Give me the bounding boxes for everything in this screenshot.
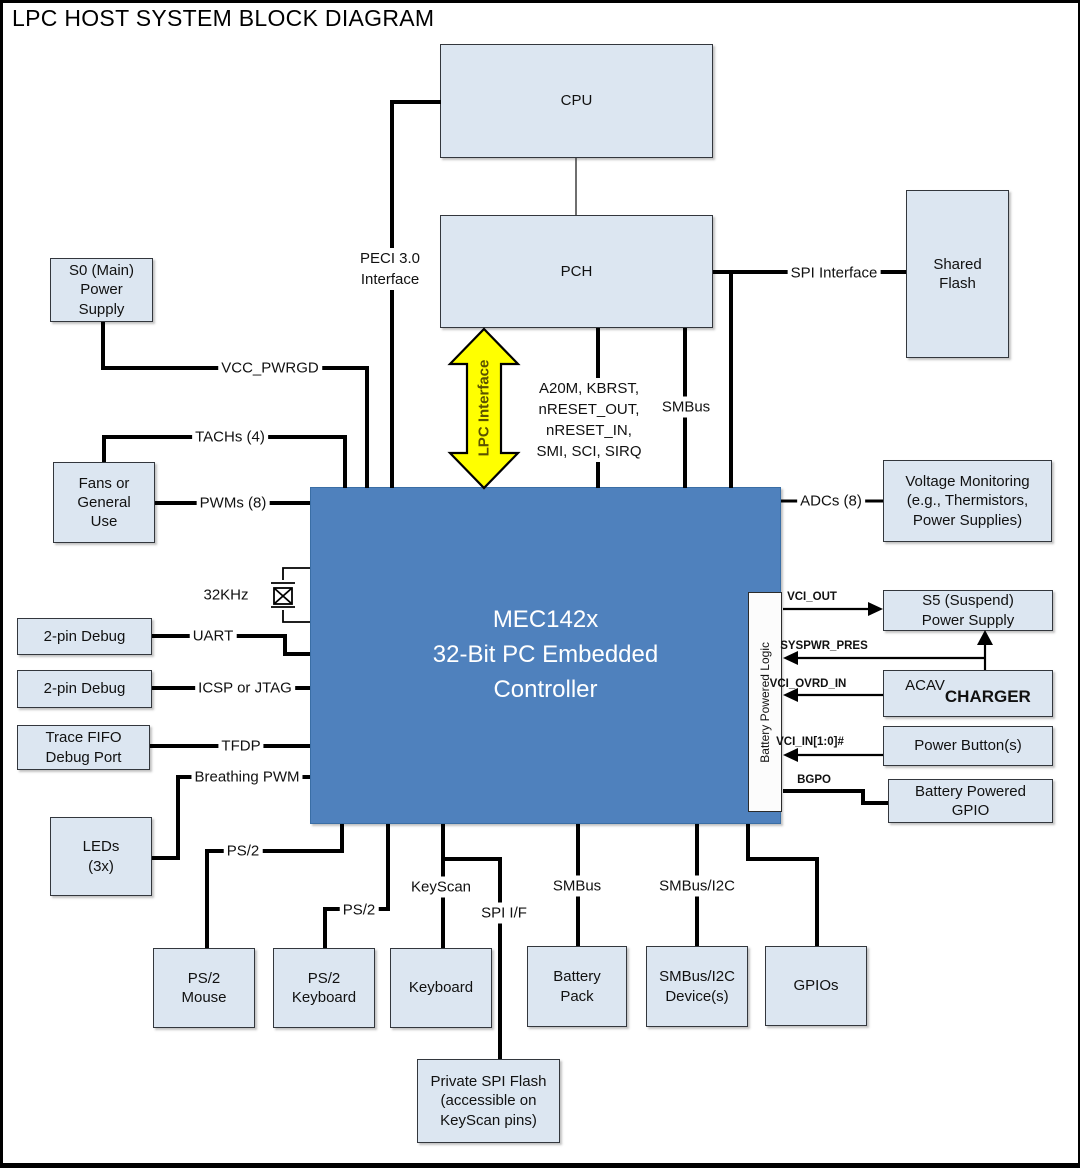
spi-interface-label: SPI Interface bbox=[787, 262, 881, 284]
cpu-block: CPU bbox=[440, 44, 713, 158]
icsp-jtag-label: ICSP or JTAG bbox=[195, 677, 295, 699]
trace-fifo-block: Trace FIFO Debug Port bbox=[17, 725, 150, 770]
fans-block: Fans or General Use bbox=[53, 462, 155, 543]
bgpo-label: BGPO bbox=[797, 774, 831, 786]
ps2-mouse-line-label: PS/2 bbox=[223, 840, 263, 862]
charger-label: ACAV CHARGER bbox=[905, 677, 1031, 706]
spi-if-label: SPI I/F bbox=[478, 902, 530, 924]
lpc-double-arrow-icon bbox=[447, 327, 521, 490]
keyboard-block: Keyboard bbox=[390, 948, 492, 1028]
battery-gpio-block: Battery Powered GPIO bbox=[888, 779, 1053, 823]
smbus-devices-block: SMBus/I2C Device(s) bbox=[646, 946, 748, 1027]
a20m-signal-group-label: A20M, KBRST, nRESET_OUT, nRESET_IN, SMI,… bbox=[533, 378, 645, 462]
battery-powered-logic-label: Battery Powered Logic bbox=[758, 641, 772, 763]
crystal-icon bbox=[271, 567, 310, 623]
charger-acav-label: ACAV bbox=[905, 676, 945, 694]
diagram-title: LPC HOST SYSTEM BLOCK DIAGRAM bbox=[12, 5, 435, 31]
power-buttons-block: Power Button(s) bbox=[883, 726, 1053, 766]
vci-in-label: VCI_IN[1:0]# bbox=[776, 736, 844, 748]
charger-name-label: CHARGER bbox=[944, 686, 1031, 706]
uart-label: UART bbox=[189, 625, 237, 647]
smbus-bottom-label: SMBus bbox=[549, 875, 605, 897]
leds-block: LEDs (3x) bbox=[50, 817, 152, 896]
voltage-monitoring-block: Voltage Monitoring (e.g., Thermistors, P… bbox=[883, 460, 1052, 542]
s0-power-block: S0 (Main) Power Supply bbox=[50, 258, 153, 322]
adcs-label: ADCs (8) bbox=[797, 490, 865, 512]
pwms-label: PWMs (8) bbox=[196, 492, 270, 514]
debug-uart-block: 2-pin Debug bbox=[17, 618, 152, 655]
syspwr-pres-label: SYSPWR_PRES bbox=[780, 640, 868, 652]
ps2-keyboard-block: PS/2 Keyboard bbox=[273, 948, 375, 1028]
tfdp-label: TFDP bbox=[218, 735, 264, 757]
ps2-keyboard-line-label: PS/2 bbox=[339, 899, 379, 921]
debug-icsp-block: 2-pin Debug bbox=[17, 670, 152, 708]
tachs-label: TACHs (4) bbox=[192, 426, 268, 448]
peci-label: PECI 3.0 Interface bbox=[356, 248, 424, 290]
charger-block: ACAV CHARGER bbox=[883, 670, 1053, 717]
breathing-pwm-label: Breathing PWM bbox=[191, 766, 303, 788]
smbus-i2c-bottom-label: SMBus/I2C bbox=[656, 875, 738, 897]
ps2-mouse-block: PS/2 Mouse bbox=[153, 948, 255, 1028]
vcc-pwrgd-label: VCC_PWRGD bbox=[218, 357, 322, 379]
pch-block: PCH bbox=[440, 215, 713, 328]
vci-ovrd-in-label: VCI_OVRD_IN bbox=[769, 678, 847, 690]
battery-powered-logic-strip: Battery Powered Logic bbox=[748, 592, 782, 812]
battery-pack-block: Battery Pack bbox=[527, 946, 627, 1027]
keyscan-label: KeyScan bbox=[407, 876, 475, 898]
gpios-block: GPIOs bbox=[765, 946, 867, 1026]
private-spi-flash-block: Private SPI Flash (accessible on KeyScan… bbox=[417, 1059, 560, 1143]
signal-arrows bbox=[783, 607, 987, 757]
lpc-interface-label: LPC Interface bbox=[475, 359, 493, 457]
32khz-label: 32KHz bbox=[200, 584, 252, 606]
s5-power-block: S5 (Suspend) Power Supply bbox=[883, 590, 1053, 631]
vci-out-label: VCI_OUT bbox=[787, 591, 837, 603]
shared-flash-block: Shared Flash bbox=[906, 190, 1009, 358]
smbus-top-label: SMBus bbox=[658, 396, 714, 418]
